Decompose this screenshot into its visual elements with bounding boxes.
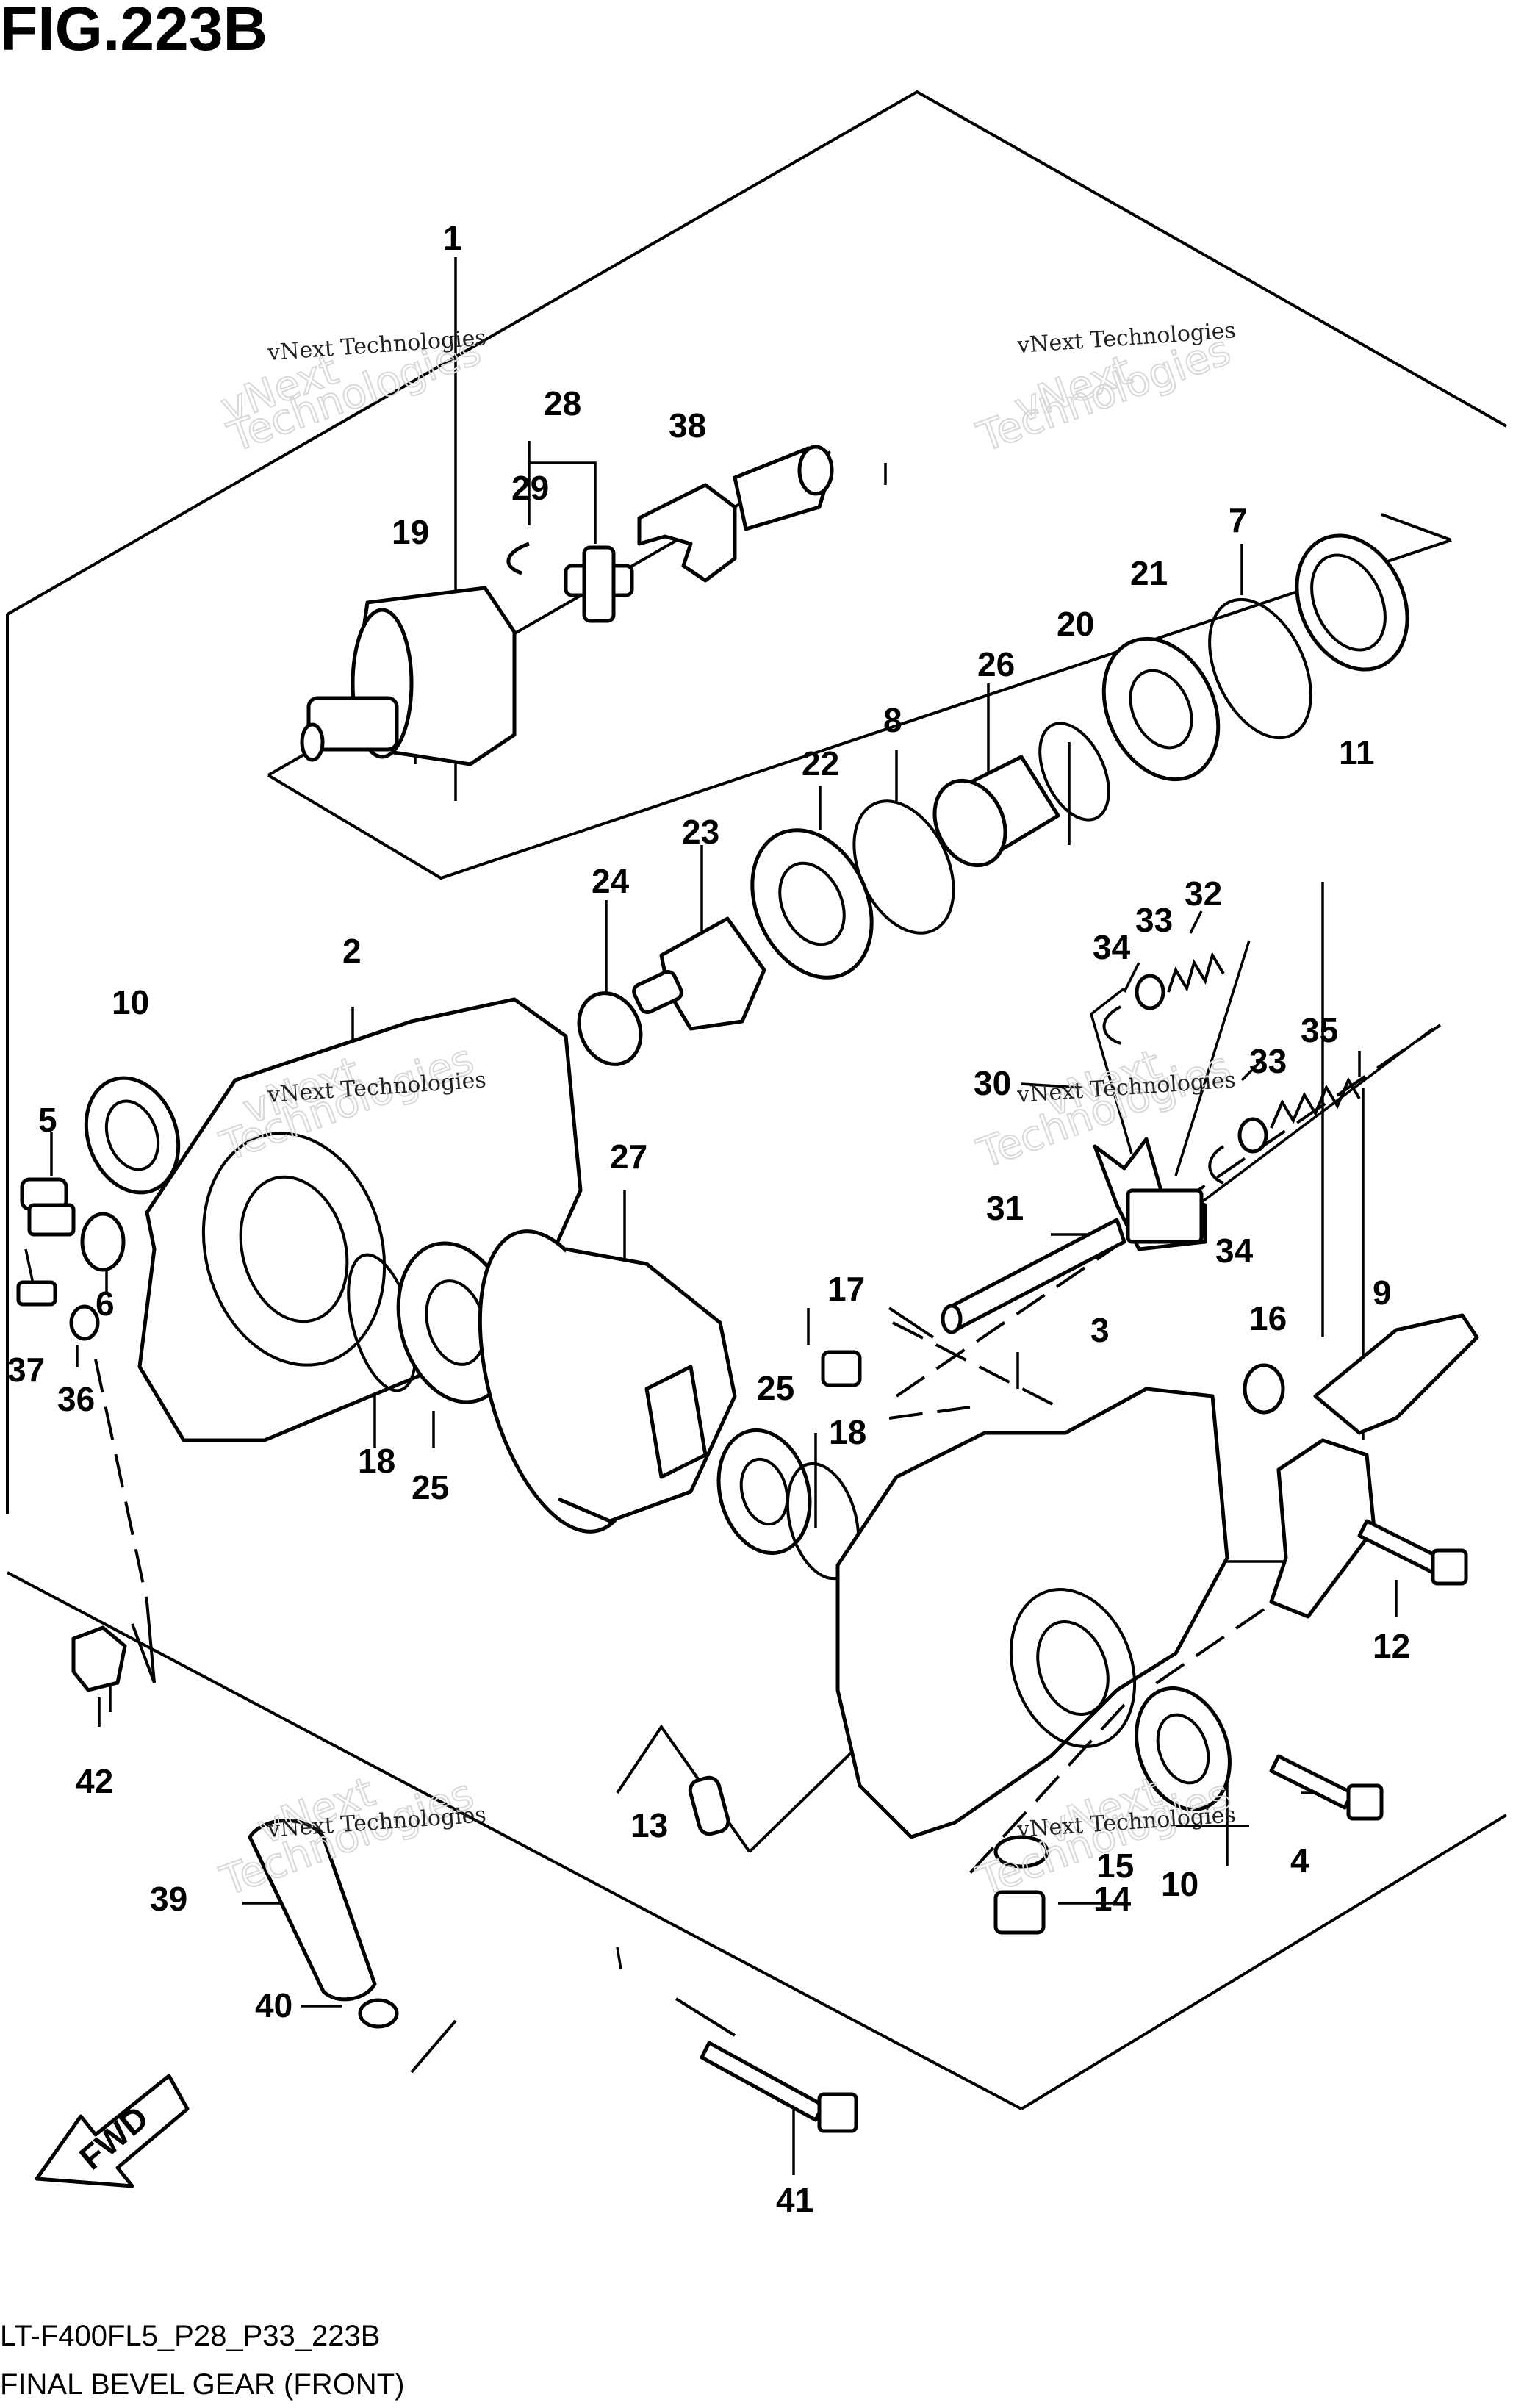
figure-title: FIG.223B bbox=[0, 0, 267, 63]
callout-label: 20 bbox=[1057, 605, 1094, 643]
callout-label: 13 bbox=[630, 1806, 668, 1844]
part-29-clip bbox=[506, 542, 530, 575]
callout-label: 6 bbox=[96, 1284, 115, 1323]
callout-label: 31 bbox=[986, 1189, 1024, 1227]
part-39-boot bbox=[248, 1819, 377, 2002]
callout-label: 7 bbox=[1229, 501, 1248, 539]
callout-label: 11 bbox=[1339, 733, 1375, 772]
callout-label: 17 bbox=[827, 1270, 865, 1308]
parts: FWD bbox=[16, 445, 1479, 2188]
part-3-differential-case bbox=[835, 1387, 1229, 1839]
callout-label: 35 bbox=[1301, 1011, 1338, 1049]
part-41-bolt bbox=[700, 2041, 858, 2133]
part-5-filler-plug bbox=[20, 1177, 76, 1237]
callout-label: 28 bbox=[544, 384, 581, 423]
part-13-dowel-pin bbox=[688, 1775, 730, 1836]
part-16-seal bbox=[1243, 1363, 1285, 1415]
guide-lines bbox=[94, 1024, 1442, 2074]
callout-label: 12 bbox=[1373, 1627, 1410, 1665]
part-28-universal-joint bbox=[564, 545, 634, 623]
callout-label: 10 bbox=[1161, 1865, 1198, 1903]
part-15-washer bbox=[993, 1835, 1049, 1869]
callout-label: 32 bbox=[1185, 874, 1222, 913]
callout-label: 25 bbox=[757, 1369, 794, 1407]
callout-label: 34 bbox=[1093, 928, 1131, 966]
callout-label: 24 bbox=[592, 862, 630, 900]
figure-caption: FINAL BEVEL GEAR (FRONT) bbox=[0, 2368, 404, 2401]
part-42-nut bbox=[71, 1625, 127, 1692]
callout-label: 37 bbox=[7, 1351, 45, 1389]
callout-label: 21 bbox=[1130, 554, 1168, 592]
part-22-bearing bbox=[750, 828, 874, 980]
callout-label: 30 bbox=[974, 1064, 1011, 1102]
callout-label: 4 bbox=[1290, 1841, 1309, 1880]
callout-label: 1 bbox=[443, 219, 462, 257]
part-12-bolt bbox=[1357, 1519, 1468, 1586]
callout-label: 33 bbox=[1135, 901, 1173, 939]
callout-label: 5 bbox=[38, 1101, 57, 1139]
part-25-bearing-right bbox=[716, 1428, 812, 1556]
fwd-arrow: FWD bbox=[35, 2074, 190, 2188]
callout-label: 27 bbox=[610, 1137, 647, 1176]
outer-frame bbox=[6, 90, 1508, 2110]
part-35-spring bbox=[1270, 1077, 1361, 1129]
part-37-bolt bbox=[16, 1280, 57, 1307]
callout-label: 2 bbox=[342, 932, 362, 970]
callout-label: 26 bbox=[977, 645, 1015, 683]
callout-label: 8 bbox=[883, 701, 902, 739]
part-19-flange-shaft bbox=[300, 586, 517, 766]
part-7-circlip bbox=[1208, 597, 1312, 740]
part-26-sleeve bbox=[932, 755, 1060, 868]
callout-label: 3 bbox=[1090, 1311, 1110, 1349]
part-30-shift-fork bbox=[1093, 1137, 1207, 1251]
part-9-bracket bbox=[1269, 1313, 1479, 1619]
callout-label: 23 bbox=[682, 813, 719, 851]
part-10-oil-seal-right bbox=[1135, 1686, 1232, 1811]
part-38-yoke-shaft bbox=[637, 445, 834, 583]
callout-label: 34 bbox=[1215, 1232, 1254, 1270]
callout-label: 38 bbox=[669, 406, 706, 445]
callout-label: 36 bbox=[57, 1380, 95, 1418]
part-21-bearing bbox=[1101, 636, 1221, 782]
callout-numbers: 1 2 3 4 5 6 7 8 9 10 10 11 12 13 14 15 1… bbox=[7, 219, 1410, 2219]
callout-label: 19 bbox=[392, 513, 429, 551]
part-34-clip-upper bbox=[1102, 1005, 1121, 1045]
callout-label: 14 bbox=[1093, 1880, 1132, 1918]
part-33-washer-upper bbox=[1135, 974, 1165, 1010]
part-6-gasket bbox=[80, 1212, 126, 1272]
callout-label: 15 bbox=[1096, 1847, 1134, 1885]
callout-label: 16 bbox=[1249, 1299, 1287, 1337]
callout-label: 42 bbox=[76, 1762, 113, 1800]
part-11-oil-seal bbox=[1295, 533, 1409, 672]
callout-label: 22 bbox=[802, 744, 839, 783]
part-34-clip-lower bbox=[1208, 1145, 1225, 1185]
callout-label: 10 bbox=[112, 983, 149, 1021]
callout-label: 33 bbox=[1249, 1042, 1287, 1080]
part-36-washer bbox=[69, 1304, 100, 1341]
part-10-oil-seal-left bbox=[84, 1076, 181, 1195]
callout-label: 40 bbox=[255, 1986, 292, 2024]
figure-code: LT-F400FL5_P28_P33_223B bbox=[0, 2320, 380, 2352]
part-14-nut bbox=[993, 1890, 1046, 1935]
callout-label: 9 bbox=[1373, 1273, 1392, 1312]
part-27-final-bevel-gear bbox=[478, 1229, 737, 1534]
part-17-spacer bbox=[821, 1350, 862, 1387]
part-20-circlip bbox=[1038, 722, 1110, 822]
part-4-bolt bbox=[1269, 1754, 1384, 1821]
part-23-drive-bevel-gear bbox=[632, 916, 766, 1031]
callout-label: 41 bbox=[776, 2181, 813, 2219]
callout-label: 39 bbox=[150, 1880, 187, 1918]
part-32-spring bbox=[1167, 952, 1225, 993]
callout-label: 29 bbox=[511, 469, 549, 507]
part-31-shift-shaft bbox=[941, 1218, 1126, 1334]
part-24-needle-bearing bbox=[577, 991, 643, 1066]
callout-label: 18 bbox=[358, 1442, 395, 1480]
part-33-washer-lower bbox=[1237, 1117, 1268, 1154]
part-40-clamp bbox=[358, 1998, 399, 2029]
callout-label: 18 bbox=[829, 1413, 866, 1451]
callout-label: 25 bbox=[412, 1468, 449, 1506]
